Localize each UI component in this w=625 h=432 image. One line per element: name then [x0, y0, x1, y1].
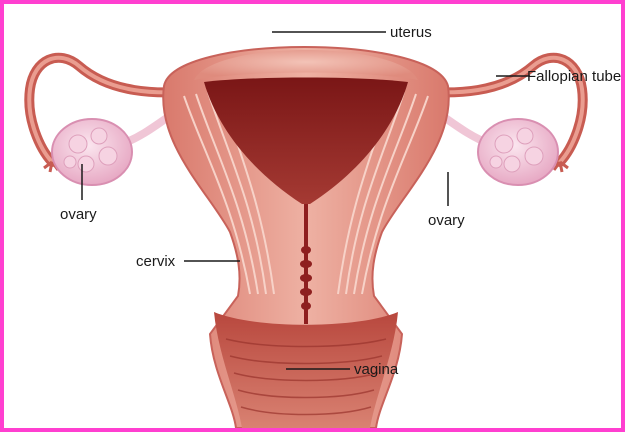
label-uterus: uterus: [390, 25, 432, 40]
ovary-right: [478, 119, 558, 185]
label-vagina: vagina: [354, 362, 398, 377]
label-ovary-left: ovary: [60, 207, 97, 222]
label-ovary-right: ovary: [428, 213, 465, 228]
label-fallopian-tube: Fallopian tube: [527, 69, 621, 84]
label-cervix: cervix: [136, 254, 175, 269]
ovary-left: [52, 119, 132, 185]
